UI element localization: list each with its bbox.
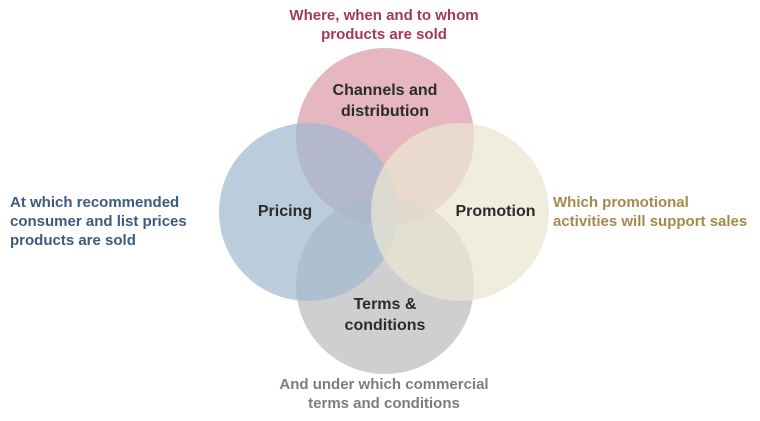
promotion-caption: Which promotional activities will suppor… — [553, 194, 748, 230]
pricing-caption: At which recommended consumer and list p… — [10, 194, 187, 249]
channels-caption: Where, when and to whom products are sol… — [289, 7, 479, 43]
circle-pricing — [219, 123, 397, 301]
pricing-label: Pricing — [257, 203, 313, 220]
promotion-label: Promotion — [455, 203, 536, 220]
circle-promotion — [371, 123, 549, 301]
terms-caption: And under which commercial terms and con… — [279, 376, 489, 412]
terms-conditions-label: Terms & conditions — [344, 296, 426, 334]
channels-distribution-label: Channels and distribution — [332, 82, 438, 120]
